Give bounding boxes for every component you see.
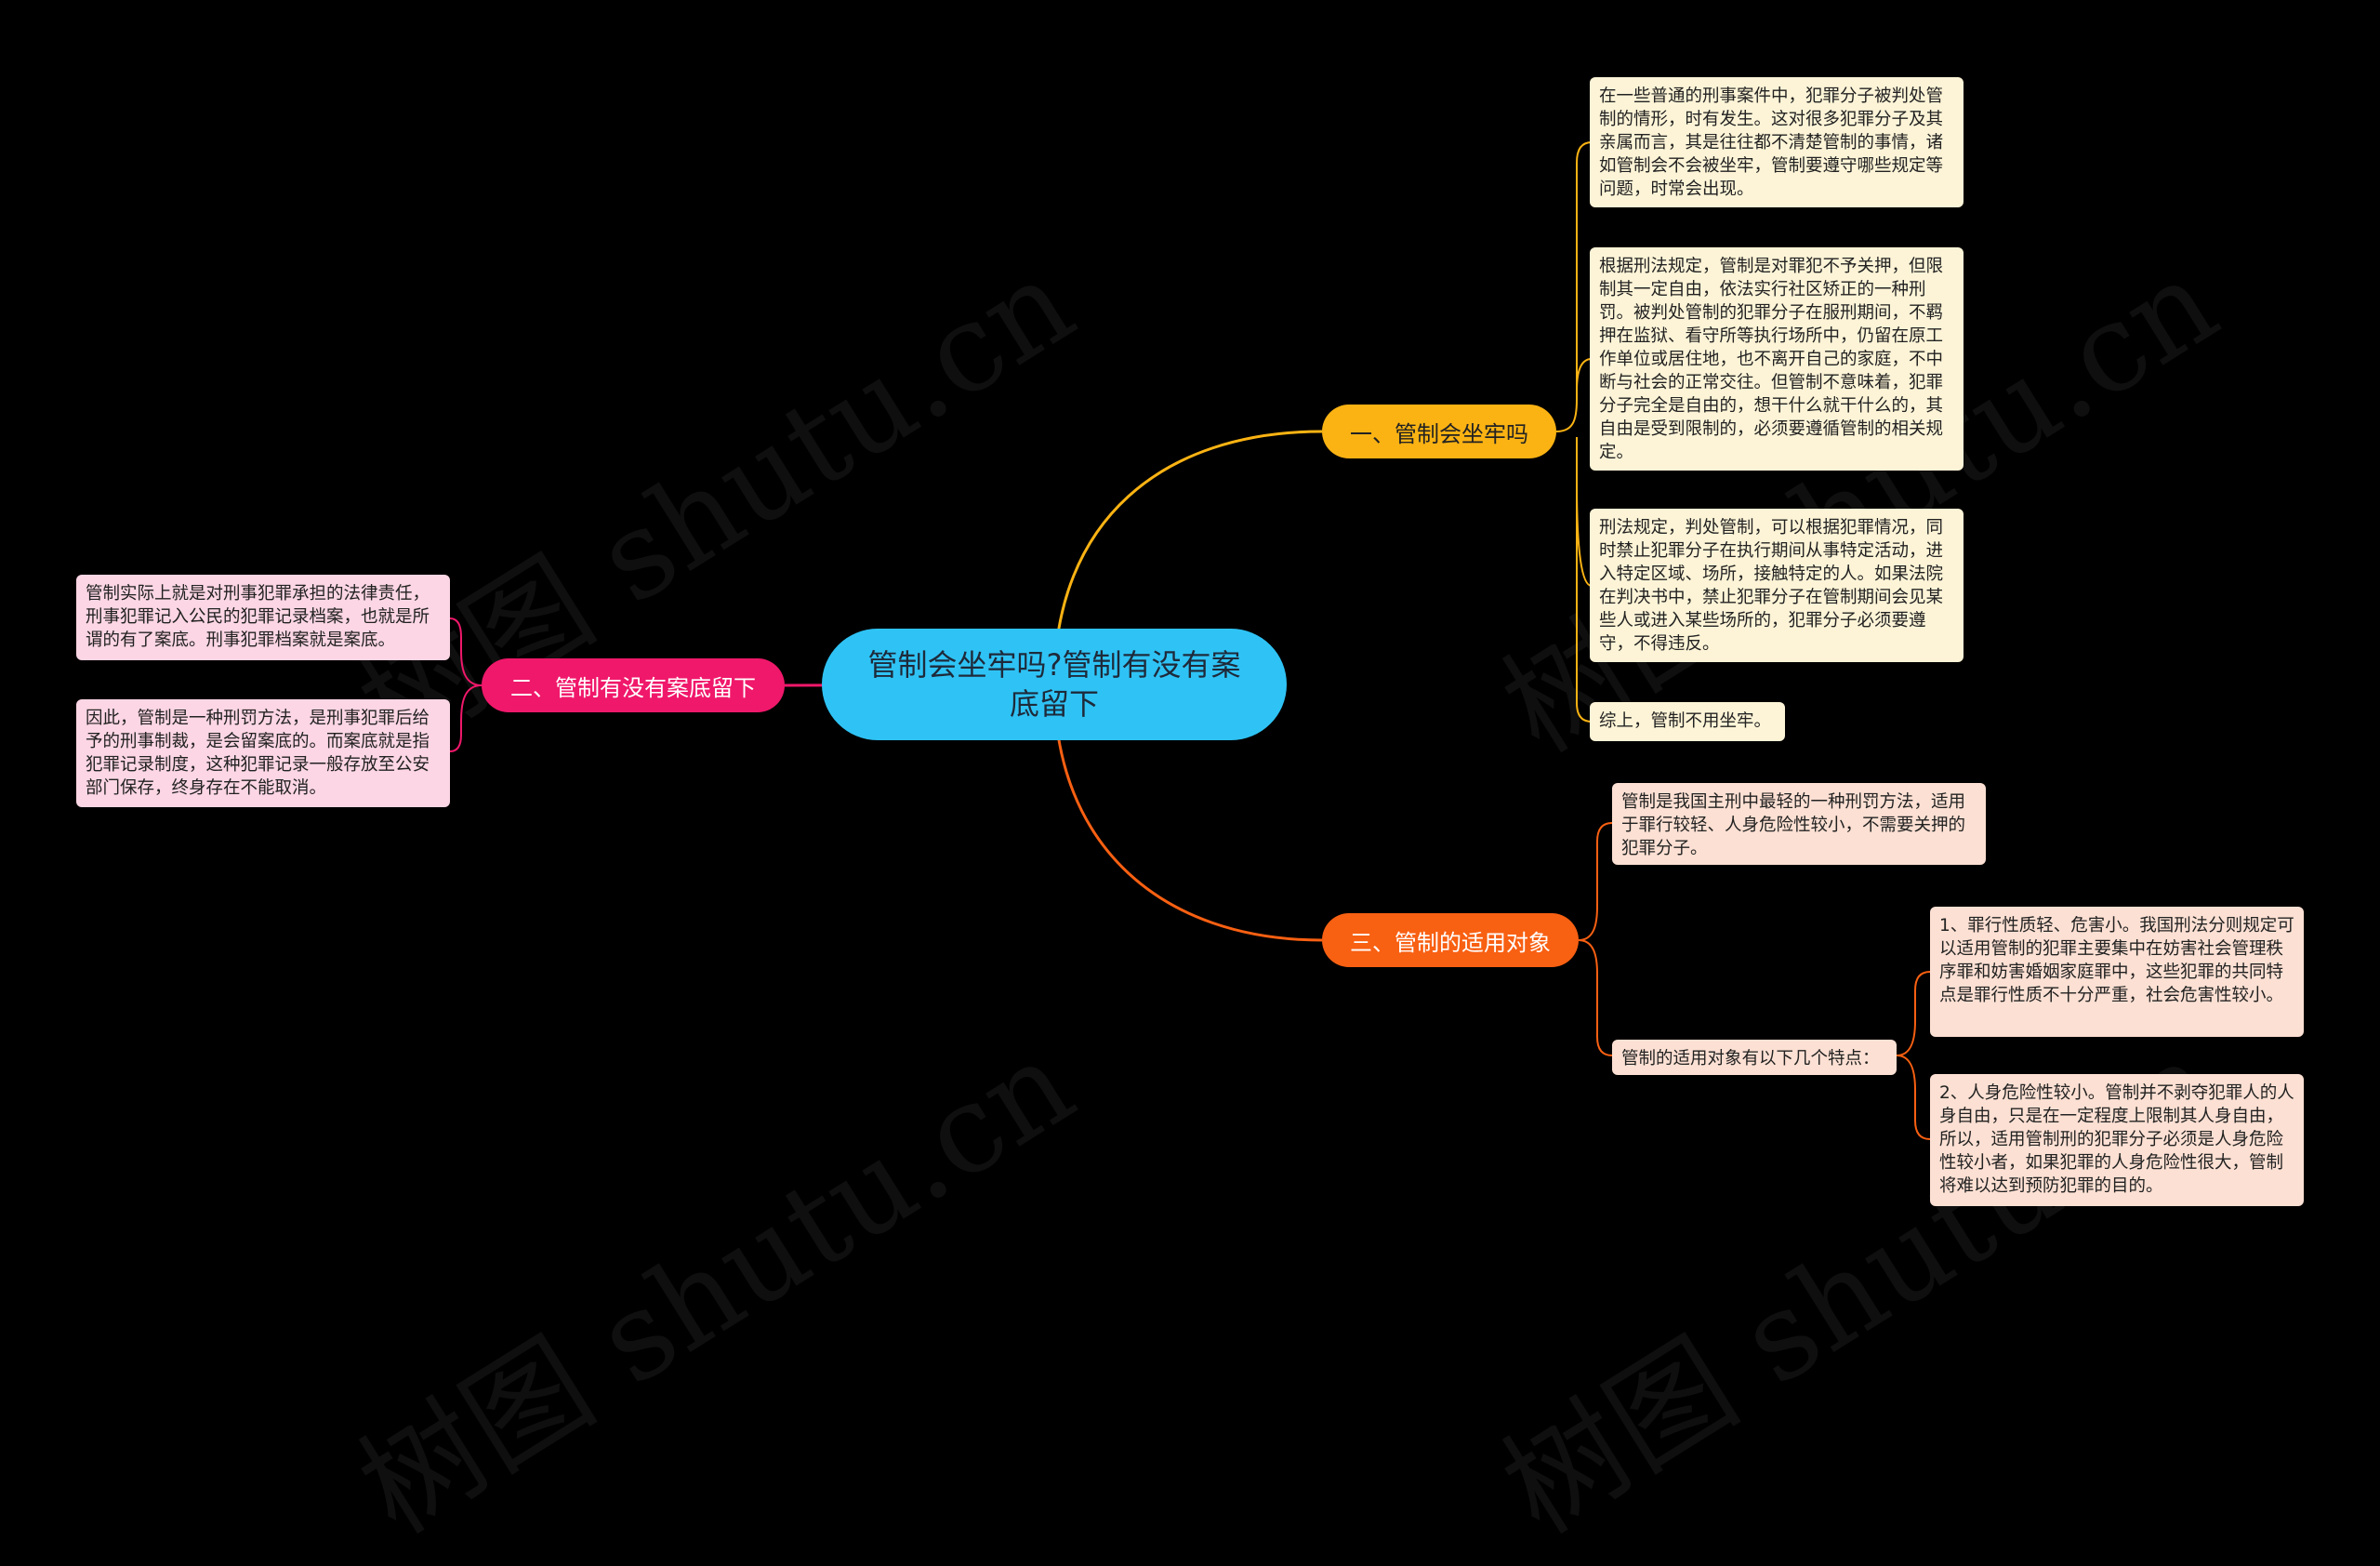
subleaf-topic[interactable]: 1、罪行性质轻、危害小。我国刑法分则规定可以适用管制的犯罪主要集中在妨害社会管理… xyxy=(1930,907,2304,1037)
edges-branch2 xyxy=(449,617,483,752)
branch-topic-3[interactable]: 三、管制的适用对象 xyxy=(1322,913,1579,967)
leaf-topic[interactable]: 在一些普通的刑事案件中，犯罪分子被判处管制的情形，时有发生。这对很多犯罪分子及其… xyxy=(1590,77,1964,207)
leaf-topic[interactable]: 刑法规定，判处管制，可以根据犯罪情况，同时禁止犯罪分子在执行期间从事特定活动，进… xyxy=(1590,509,1964,662)
root-topic[interactable]: 管制会坐牢吗?管制有没有案底留下 xyxy=(822,629,1287,740)
edge-root-branch3 xyxy=(1052,683,1323,942)
leaf-topic[interactable]: 管制实际上就是对刑事犯罪承担的法律责任，刑事犯罪记入公民的犯罪记录档案，也就是所… xyxy=(76,575,450,660)
edges-branch3 xyxy=(1578,822,1613,1056)
leaf-topic[interactable]: 管制的适用对象有以下几个特点： xyxy=(1612,1040,1897,1075)
leaf-topic[interactable]: 综上，管制不用坐牢。 xyxy=(1590,702,1785,741)
branch-topic-1[interactable]: 一、管制会坐牢吗 xyxy=(1322,405,1556,458)
leaf-topic[interactable]: 根据刑法规定，管制是对罪犯不予关押，但限制其一定自由，依法实行社区矫正的一种刑罚… xyxy=(1590,247,1964,471)
subleaf-topic[interactable]: 2、人身危险性较小。管制并不剥夺犯罪人的人身自由，只是在一定程度上限制其人身自由… xyxy=(1930,1074,2304,1206)
leaf-topic[interactable]: 管制是我国主刑中最轻的一种刑罚方法，适用于罪行较轻、人身危险性较小，不需要关押的… xyxy=(1612,783,1986,865)
edges-branch1 xyxy=(1555,141,1593,723)
leaf-topic[interactable]: 因此，管制是一种刑罚方法，是刑事犯罪后给予的刑事制裁，是会留案底的。而案底就是指… xyxy=(76,699,450,807)
branch-topic-2[interactable]: 二、管制有没有案底留下 xyxy=(482,658,785,712)
edge-root-branch1 xyxy=(1052,430,1323,685)
edges-branch3-sub xyxy=(1896,971,1931,1140)
